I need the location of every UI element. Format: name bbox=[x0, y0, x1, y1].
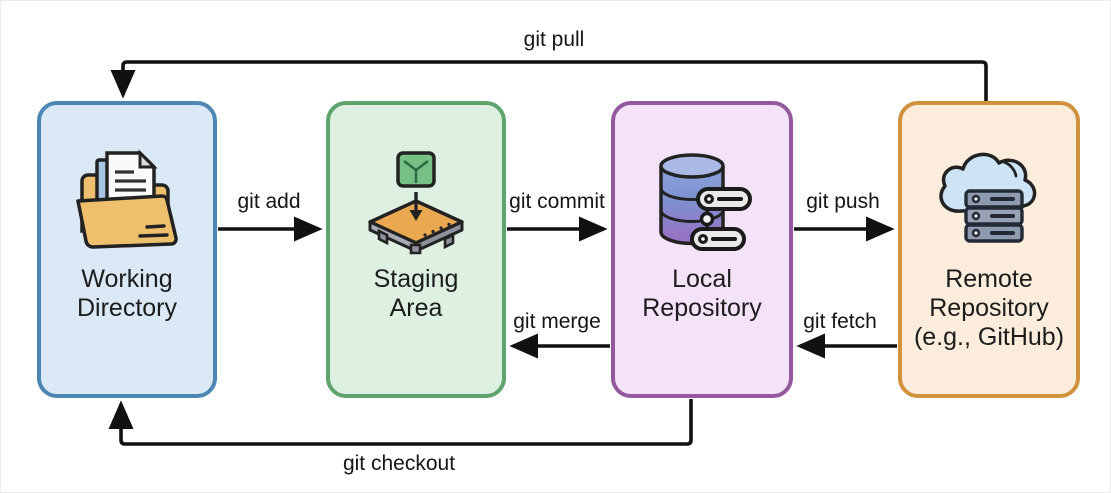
edge-label-git-pull: git pull bbox=[523, 28, 585, 51]
node-remote-repository: Remote Repository (e.g., GitHub) bbox=[898, 101, 1080, 398]
git-checkout-arrow bbox=[108, 399, 693, 446]
database-commits-icon bbox=[659, 153, 752, 251]
node-working-directory: Working Directory bbox=[37, 101, 217, 398]
edge-label-git-checkout: git checkout bbox=[342, 452, 456, 475]
edge-label-git-merge: git merge bbox=[513, 310, 601, 333]
node-local-repository: Local Repository bbox=[611, 101, 793, 398]
edge-label-git-fetch: git fetch bbox=[803, 310, 877, 333]
node-label: Local Repository bbox=[642, 265, 762, 322]
node-label: Working Directory bbox=[76, 265, 177, 322]
pallet-box-icon bbox=[368, 151, 464, 255]
node-label: Staging Area bbox=[373, 265, 459, 322]
edge-label-git-add: git add bbox=[237, 190, 301, 213]
edge-label-git-commit: git commit bbox=[509, 190, 605, 213]
node-staging-area: Staging Area bbox=[326, 101, 506, 398]
node-label: Remote Repository (e.g., GitHub) bbox=[913, 265, 1065, 351]
folder-documents-icon bbox=[76, 149, 178, 249]
cloud-server-icon bbox=[939, 152, 1037, 243]
edge-label-git-push: git push bbox=[806, 190, 880, 213]
git-pull-arrow bbox=[110, 60, 988, 101]
